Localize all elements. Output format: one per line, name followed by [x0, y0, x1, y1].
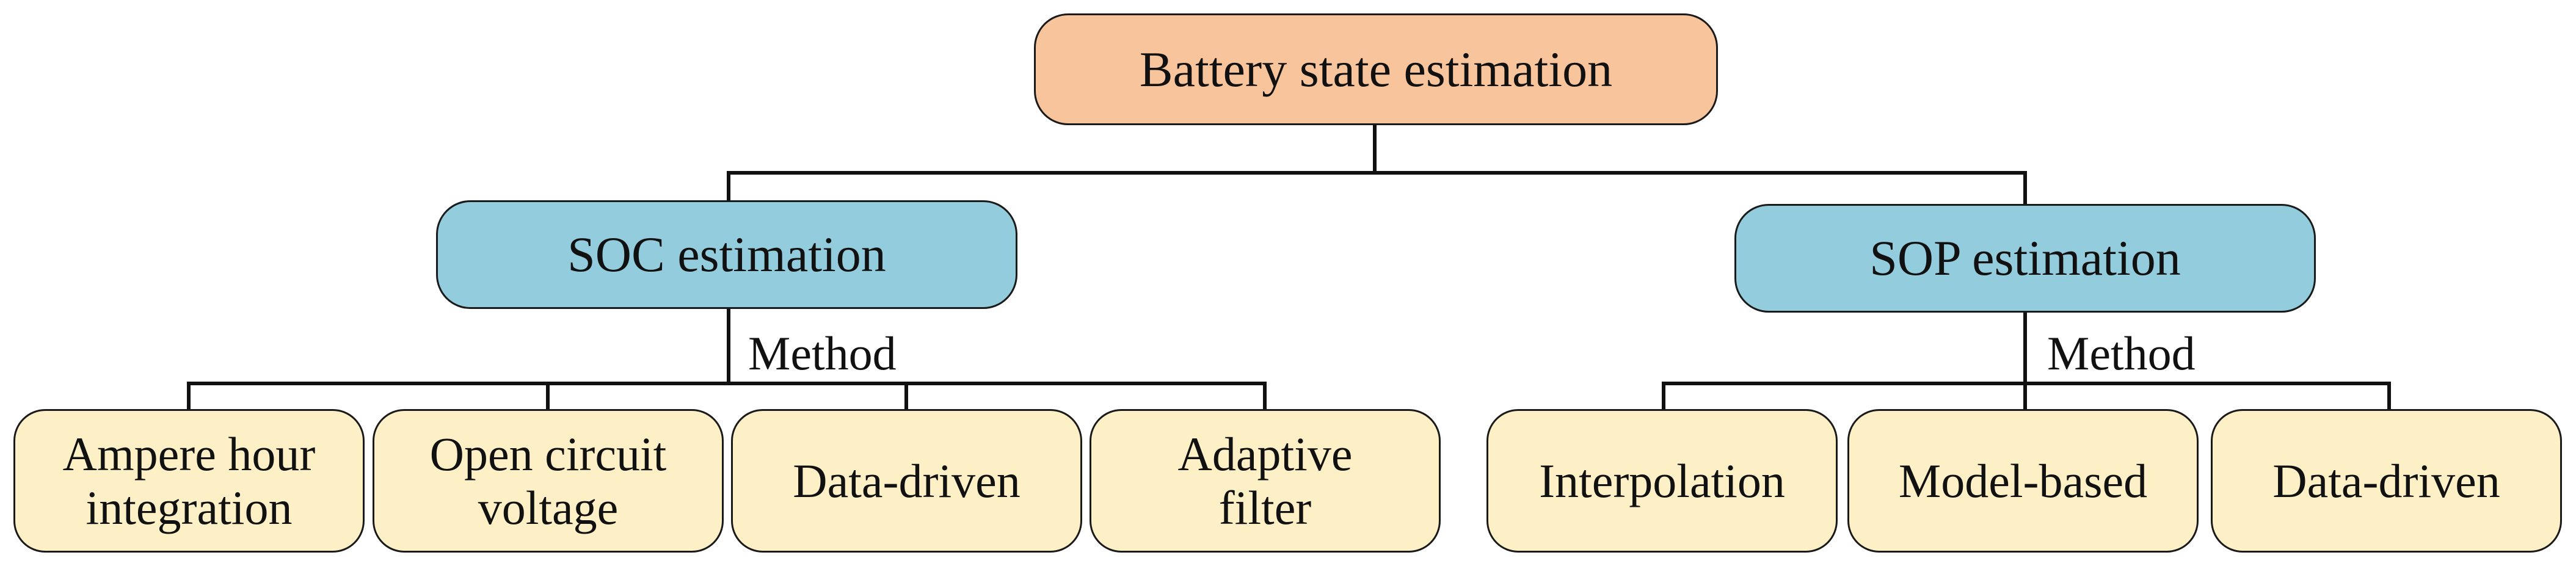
- connector-to-sop: [2023, 171, 2027, 205]
- sop-method-2-line1: Model-based: [1898, 454, 2148, 507]
- soc-method-ampere-hour: Ampere hour integration: [13, 409, 365, 553]
- soc-method-4-line2: filter: [1218, 481, 1312, 534]
- soc-method-label: Method: [748, 327, 897, 380]
- soc-method-2-line2: voltage: [478, 481, 619, 534]
- root-node-label: Battery state estimation: [1139, 41, 1613, 97]
- connector-soc-down: [727, 308, 730, 385]
- soc-method-data-driven: Data-driven: [731, 409, 1082, 553]
- soc-estimation-label: SOC estimation: [567, 227, 886, 283]
- sop-method-model-based: Model-based: [1847, 409, 2199, 553]
- sop-method-data-driven: Data-driven: [2211, 409, 2562, 553]
- connector-soc-bar: [187, 382, 1267, 385]
- soc-method-adaptive-filter: Adaptive filter: [1090, 409, 1441, 553]
- sop-estimation-node: SOP estimation: [1734, 204, 2316, 313]
- connector-root-down: [1373, 124, 1377, 175]
- connector-sop-leaf-1: [1662, 382, 1665, 411]
- sop-method-interpolation: Interpolation: [1486, 409, 1838, 553]
- soc-estimation-node: SOC estimation: [436, 200, 1017, 309]
- soc-method-1-line2: integration: [86, 481, 293, 534]
- connector-top-bar: [727, 171, 2027, 175]
- connector-to-soc: [727, 171, 730, 201]
- soc-method-4-line1: Adaptive: [1177, 427, 1353, 481]
- soc-method-1-line1: Ampere hour: [62, 427, 316, 481]
- sop-method-label: Method: [2047, 327, 2196, 380]
- connector-soc-leaf-1: [187, 382, 191, 411]
- connector-soc-leaf-3: [904, 382, 908, 411]
- connector-sop-down: [2023, 311, 2027, 410]
- connector-sop-leaf-2: [2023, 382, 2027, 411]
- connector-soc-leaf-4: [1263, 382, 1267, 411]
- soc-method-open-circuit: Open circuit voltage: [373, 409, 724, 553]
- connector-soc-leaf-2: [546, 382, 550, 411]
- connector-sop-leaf-3: [2387, 382, 2391, 411]
- soc-method-2-line1: Open circuit: [429, 427, 667, 481]
- soc-method-3-line1: Data-driven: [793, 454, 1021, 507]
- sop-estimation-label: SOP estimation: [1869, 230, 2181, 286]
- sop-method-3-line1: Data-driven: [2272, 454, 2500, 507]
- sop-method-1-line1: Interpolation: [1539, 454, 1785, 507]
- root-node: Battery state estimation: [1034, 13, 1718, 125]
